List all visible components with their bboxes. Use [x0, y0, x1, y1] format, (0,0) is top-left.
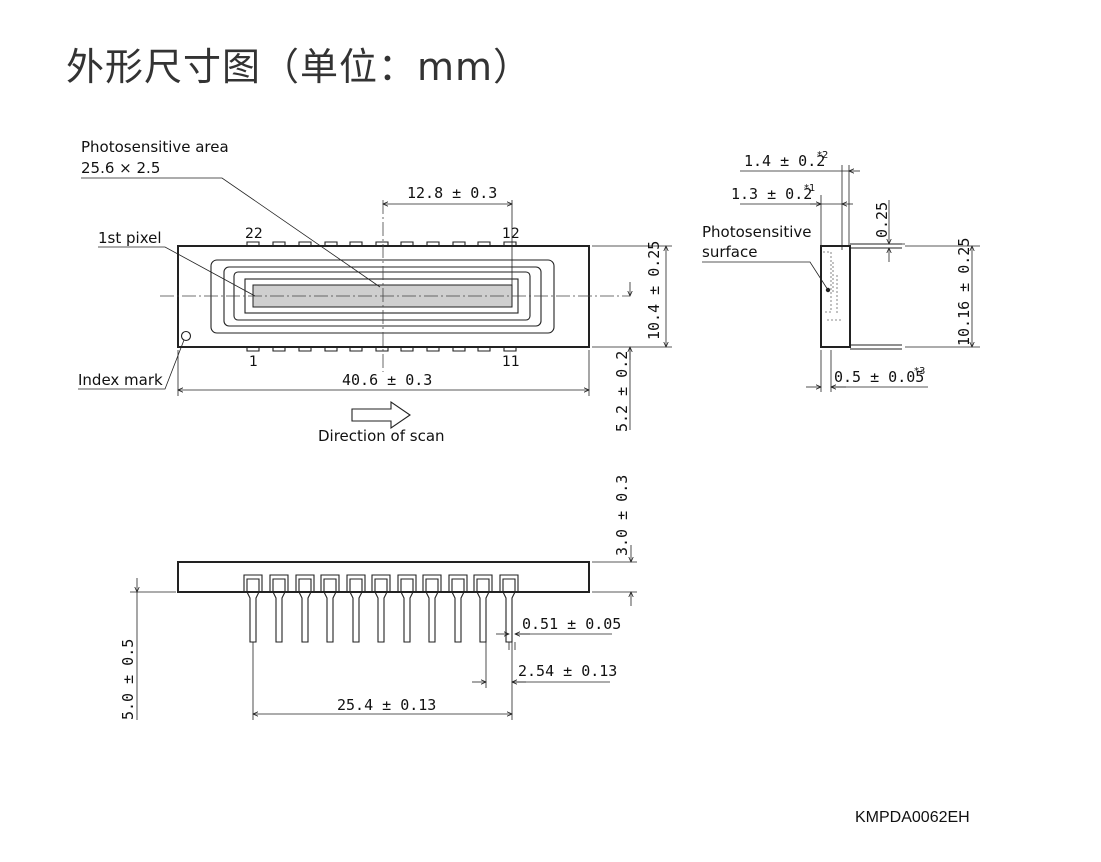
top-view-upper-pins — [246, 241, 517, 246]
dimension-0-5-label: 0.5 ± 0.05 — [834, 368, 924, 386]
top-view-lower-pins — [246, 347, 517, 352]
dimension-0-25-label: 0.25 — [873, 202, 891, 238]
front-view-body — [177, 561, 590, 593]
window-frame-outer — [210, 259, 555, 334]
dimension-25-4-label: 25.4 ± 0.13 — [337, 696, 436, 714]
dimension-5-0-label: 5.0 ± 0.5 — [119, 639, 137, 720]
dimension-0-5 — [806, 350, 928, 392]
scan-direction-arrow-icon — [351, 400, 411, 430]
photosensitive-area-leader — [81, 177, 381, 288]
photosensitive-surface-label-2: surface — [702, 243, 757, 261]
dimension-0-51 — [496, 634, 612, 650]
front-view — [177, 561, 590, 643]
photosensitive-surface-leader — [702, 261, 829, 291]
direction-of-scan-label: Direction of scan — [318, 427, 445, 445]
window-frame-mid — [223, 266, 542, 327]
first-pixel-leader — [98, 246, 256, 297]
dimension-1-4-label: 1.4 ± 0.2 — [744, 152, 825, 170]
index-mark-label: Index mark — [78, 371, 163, 389]
page-title: 外形尺寸图（单位：mm） — [66, 45, 533, 89]
pin-11-label: 11 — [502, 354, 520, 370]
dimension-0-5-note: *3 — [914, 366, 925, 377]
dimension-12-8-label: 12.8 ± 0.3 — [407, 184, 497, 202]
drawing-code: KMPDA0062EH — [855, 809, 970, 826]
pin-1-label: 1 — [249, 354, 258, 370]
dimension-1-3-label: 1.3 ± 0.2 — [731, 185, 812, 203]
first-pixel-label: 1st pixel — [98, 229, 162, 247]
dimension-25-4 — [253, 642, 512, 720]
dimension-10-4-label: 10.4 ± 0.25 — [645, 241, 663, 340]
dimension-10-16-label: 10.16 ± 0.25 — [955, 238, 973, 346]
index-mark-icon — [180, 330, 192, 342]
dimension-10-16 — [905, 246, 980, 347]
dimension-1-4-note: *2 — [817, 150, 828, 161]
photosensitive-area-label: Photosensitive area — [81, 138, 229, 156]
package-outline — [177, 245, 590, 348]
dimension-1-3-note: *1 — [804, 183, 815, 194]
dimension-3-0-label: 3.0 ± 0.3 — [613, 475, 631, 556]
dimension-2-54 — [472, 642, 610, 688]
dimension-40-6 — [178, 350, 589, 396]
side-view-body — [820, 245, 851, 348]
dimension-0-25 — [864, 200, 905, 262]
top-view — [160, 200, 630, 372]
pin-12-label: 12 — [502, 226, 520, 242]
dimension-0-51-label: 0.51 ± 0.05 — [522, 615, 621, 633]
dimension-2-54-label: 2.54 ± 0.13 — [518, 662, 617, 680]
side-view-hidden-lines — [823, 251, 841, 321]
dimension-3-0 — [592, 545, 637, 606]
pin-22-label: 22 — [245, 226, 263, 242]
dimension-5-0 — [130, 578, 176, 720]
dimension-12-8 — [383, 200, 512, 285]
dimension-40-6-label: 40.6 ± 0.3 — [342, 371, 432, 389]
photosensitive-area-size-label: 25.6 × 2.5 — [81, 159, 160, 177]
photosensitive-surface-label: Photosensitive — [702, 223, 811, 241]
dimension-5-2-label: 5.2 ± 0.2 — [613, 351, 631, 432]
side-view — [820, 243, 902, 350]
dimension-1-4-and-1-3 — [740, 165, 860, 250]
front-view-leads — [243, 574, 519, 643]
